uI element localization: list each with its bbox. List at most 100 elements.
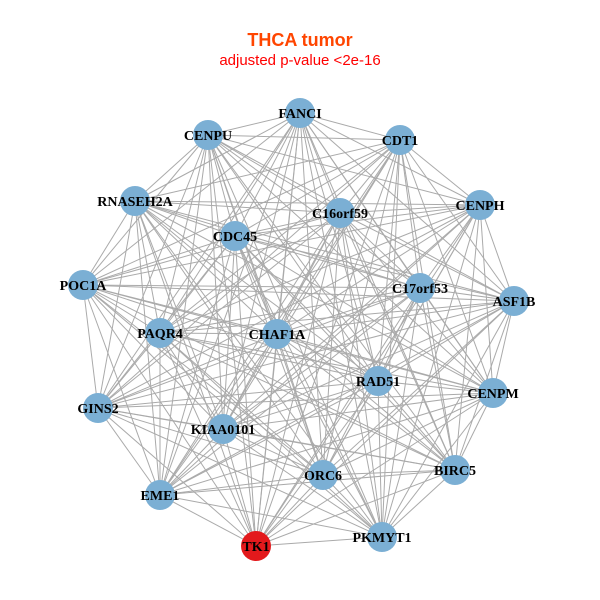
edge-FANCI-C16orf59 bbox=[299, 112, 341, 214]
edge-CDT1-PAQR4 bbox=[159, 139, 401, 334]
node-label: RNASEH2A bbox=[97, 195, 173, 210]
edge-CDC45-ASF1B bbox=[234, 235, 515, 302]
edge-CENPU-TK1 bbox=[207, 134, 257, 547]
node-circle bbox=[120, 186, 150, 216]
edge-ORC6-EME1 bbox=[159, 474, 324, 496]
edge-PAQR4-KIAA0101 bbox=[159, 332, 224, 430]
edge-FANCI-POC1A bbox=[82, 112, 301, 286]
edge-C16orf59-CDC45 bbox=[234, 212, 341, 237]
edge-CENPU-PAQR4 bbox=[159, 134, 209, 334]
node-EME1: EME1 bbox=[141, 480, 179, 510]
chart-subtitle: adjusted p-value <2e-16 bbox=[219, 52, 381, 69]
edge-CDT1-RNASEH2A bbox=[134, 139, 401, 202]
edge-POC1A-BIRC5 bbox=[82, 284, 456, 471]
node-circle bbox=[478, 378, 508, 408]
edge-ASF1B-RAD51 bbox=[377, 300, 515, 382]
edge-CENPH-ASF1B bbox=[479, 204, 515, 302]
edge-FANCI-BIRC5 bbox=[299, 112, 456, 471]
node-ASF1B: ASF1B bbox=[493, 286, 535, 316]
edge-CDT1-ASF1B bbox=[399, 139, 515, 302]
node-label: CENPM bbox=[467, 387, 518, 402]
edge-C17orf53-GINS2 bbox=[97, 287, 421, 409]
edge-RNASEH2A-ASF1B bbox=[134, 200, 515, 302]
edge-C17orf53-CENPM bbox=[419, 287, 494, 394]
node-PKMYT1: PKMYT1 bbox=[352, 522, 412, 552]
node-CDC45: CDC45 bbox=[213, 221, 257, 251]
node-circle bbox=[145, 318, 175, 348]
edge-C17orf53-PAQR4 bbox=[159, 287, 421, 334]
node-label: CENPH bbox=[456, 199, 505, 214]
edge-PAQR4-GINS2 bbox=[97, 332, 161, 409]
edge-RAD51-GINS2 bbox=[97, 380, 379, 409]
node-label: GINS2 bbox=[77, 402, 118, 417]
edge-C17orf53-KIAA0101 bbox=[222, 287, 421, 430]
edge-EME1-TK1 bbox=[159, 494, 257, 547]
node-CENPM: CENPM bbox=[467, 378, 519, 408]
edge-RAD51-KIAA0101 bbox=[222, 380, 379, 430]
node-label: BIRC5 bbox=[434, 464, 476, 479]
node-TK1: TK1 bbox=[241, 531, 271, 561]
edge-C17orf53-RAD51 bbox=[377, 287, 421, 382]
node-label: CHAF1A bbox=[249, 328, 307, 343]
node-KIAA0101: KIAA0101 bbox=[191, 414, 255, 444]
chart-title: THCA tumor bbox=[247, 30, 353, 50]
edges-layer bbox=[82, 112, 515, 547]
edge-BIRC5-EME1 bbox=[159, 469, 456, 496]
edge-ASF1B-TK1 bbox=[255, 300, 515, 547]
node-circle bbox=[465, 190, 495, 220]
node-C17orf53: C17orf53 bbox=[392, 273, 448, 303]
node-circle bbox=[68, 270, 98, 300]
edge-CENPH-CENPM bbox=[479, 204, 494, 394]
edge-RNASEH2A-GINS2 bbox=[97, 200, 136, 409]
node-label: POC1A bbox=[60, 279, 108, 294]
edge-FANCI-CDT1 bbox=[299, 112, 401, 141]
node-label: RAD51 bbox=[356, 375, 400, 390]
edge-BIRC5-TK1 bbox=[255, 469, 456, 547]
edge-CENPM-KIAA0101 bbox=[222, 392, 494, 430]
edge-PAQR4-CHAF1A bbox=[159, 332, 278, 335]
edge-FANCI-CDC45 bbox=[234, 112, 301, 237]
edge-C16orf59-CENPH bbox=[339, 204, 481, 214]
edge-CDT1-KIAA0101 bbox=[222, 139, 401, 430]
edge-CDT1-BIRC5 bbox=[399, 139, 456, 471]
edge-PAQR4-CENPM bbox=[159, 332, 494, 394]
node-circle bbox=[385, 125, 415, 155]
edge-RAD51-PKMYT1 bbox=[377, 380, 383, 538]
edge-CDT1-C16orf59 bbox=[339, 139, 401, 214]
edge-C17orf53-CHAF1A bbox=[276, 287, 421, 335]
edge-CENPU-RAD51 bbox=[207, 134, 379, 382]
edge-CENPM-EME1 bbox=[159, 392, 494, 496]
edge-POC1A-C17orf53 bbox=[82, 284, 421, 289]
node-ORC6: ORC6 bbox=[304, 460, 342, 490]
edge-C17orf53-BIRC5 bbox=[419, 287, 456, 471]
edge-TK1-PKMYT1 bbox=[255, 536, 383, 547]
edge-CENPU-RNASEH2A bbox=[134, 134, 209, 202]
edge-ORC6-TK1 bbox=[255, 474, 324, 547]
edge-ORC6-BIRC5 bbox=[322, 469, 456, 476]
node-circle bbox=[262, 319, 292, 349]
edge-CENPH-POC1A bbox=[82, 204, 481, 286]
edge-C16orf59-POC1A bbox=[82, 212, 341, 286]
edge-C16orf59-BIRC5 bbox=[339, 212, 456, 471]
edge-RNASEH2A-BIRC5 bbox=[134, 200, 456, 471]
node-label: PKMYT1 bbox=[352, 531, 411, 546]
node-GINS2: GINS2 bbox=[77, 393, 119, 423]
edge-C16orf59-EME1 bbox=[159, 212, 341, 496]
node-C16orf59: C16orf59 bbox=[312, 198, 368, 228]
edge-KIAA0101-TK1 bbox=[222, 428, 257, 547]
edge-FANCI-CENPU bbox=[207, 112, 301, 136]
edge-FANCI-EME1 bbox=[159, 112, 301, 496]
edge-CENPH-CDC45 bbox=[234, 204, 481, 237]
node-circle bbox=[83, 393, 113, 423]
node-label: ORC6 bbox=[304, 469, 342, 484]
node-CDT1: CDT1 bbox=[382, 125, 418, 155]
edge-ASF1B-KIAA0101 bbox=[222, 300, 515, 430]
edge-FANCI-RAD51 bbox=[299, 112, 379, 382]
node-circle bbox=[220, 221, 250, 251]
edge-CDT1-RAD51 bbox=[377, 139, 401, 382]
edge-RNASEH2A-PKMYT1 bbox=[134, 200, 383, 538]
edge-FANCI-CENPH bbox=[299, 112, 481, 206]
node-circle bbox=[325, 198, 355, 228]
edge-RNASEH2A-C17orf53 bbox=[134, 200, 421, 289]
